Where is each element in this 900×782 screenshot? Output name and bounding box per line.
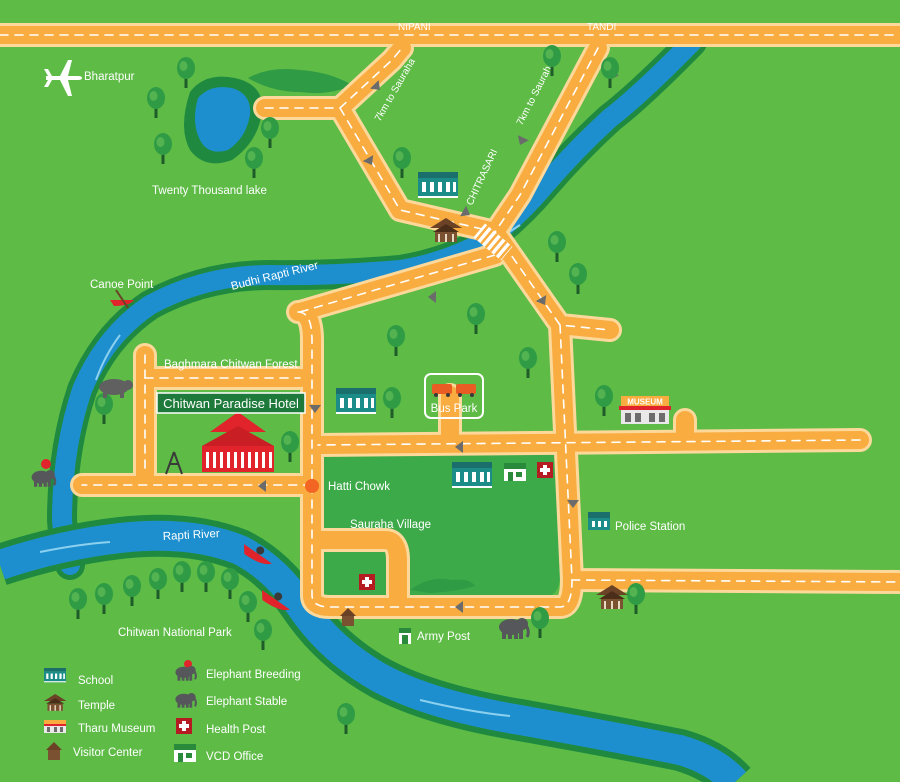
army-post-icon [399, 628, 411, 644]
canoe-icon [110, 289, 134, 309]
label-canoe-point: Canoe Point [90, 279, 154, 291]
legend-label: Elephant Stable [206, 696, 287, 708]
legend: School Temple Tharu Museum Visitor Cente… [44, 660, 301, 763]
legend-label: School [78, 675, 113, 687]
label-bus-park: Bus Park [431, 403, 478, 415]
health-post-icon [359, 574, 375, 590]
elephant-breeding-icon [30, 459, 57, 488]
legend-item-elephant-breeding: Elephant Breeding [174, 660, 301, 682]
airplane-icon [44, 60, 82, 96]
canoe-icon [244, 544, 272, 565]
legend-label: Health Post [206, 724, 266, 736]
vcd-office-icon [174, 744, 196, 762]
sauraha-village-area [318, 455, 560, 598]
legend-label: Tharu Museum [78, 723, 155, 735]
rhino-icon [99, 379, 133, 398]
road-label-nipani: NIPANI [398, 22, 431, 33]
road-network [0, 23, 900, 619]
bridge-icon [473, 223, 513, 261]
legend-item-vcd-office: VCD Office [174, 744, 263, 763]
label-baghmara-forest: Baghmara Chitwan Forest [164, 359, 298, 371]
legend-label: Temple [78, 700, 115, 712]
legend-label: Elephant Breeding [206, 669, 301, 681]
label-sauraha-village: Sauraha Village [350, 519, 431, 531]
label-twenty-thousand-lake: Twenty Thousand lake [152, 185, 267, 197]
legend-item-health-post: Health Post [176, 718, 266, 736]
label-police-station: Police Station [615, 521, 685, 533]
health-post-icon [537, 462, 553, 478]
canoe-icon [262, 590, 290, 611]
watch-tower-icon [165, 451, 183, 475]
label-bharatpur: Bharatpur [84, 71, 135, 83]
legend-item-visitor-center: Visitor Center [46, 742, 143, 760]
label-rapti-river: Rapti River [163, 528, 221, 543]
school-icon [44, 668, 66, 683]
twenty-thousand-lake-icon [184, 69, 352, 164]
road-label-tandi: TANDI [587, 22, 616, 33]
legend-label: Visitor Center [73, 747, 143, 759]
legend-item-temple: Temple [44, 694, 115, 712]
health-post-icon [176, 718, 192, 734]
elephant-breeding-icon [174, 660, 197, 682]
vcd-office-icon [504, 463, 526, 481]
museum-sign: MUSEUM [627, 398, 663, 407]
legend-item-school: School [44, 668, 113, 687]
label-hatti-chowk: Hatti Chowk [328, 481, 390, 493]
hotel-building-icon [202, 412, 274, 472]
legend-item-tharu-museum: Tharu Museum [44, 720, 155, 735]
bus-park-icon [424, 373, 484, 419]
school-icon [336, 388, 376, 414]
legend-item-elephant-stable: Elephant Stable [174, 691, 287, 709]
label-national-park: Chitwan National Park [118, 627, 232, 639]
school-icon [418, 172, 458, 198]
bush [410, 578, 475, 593]
school-icon [452, 462, 492, 488]
hotel-label: Chitwan Paradise Hotel [163, 396, 299, 411]
label-army-post: Army Post [417, 631, 471, 643]
hatti-chowk-marker [305, 479, 319, 493]
tharu-museum-icon [44, 720, 66, 733]
road-arrows [258, 70, 619, 613]
police-station-icon [588, 512, 610, 530]
rapti-river [0, 514, 751, 782]
tharu-museum-icon: MUSEUM [619, 396, 671, 424]
legend-label: VCD Office [206, 751, 263, 763]
hotel-label-box [156, 392, 306, 414]
